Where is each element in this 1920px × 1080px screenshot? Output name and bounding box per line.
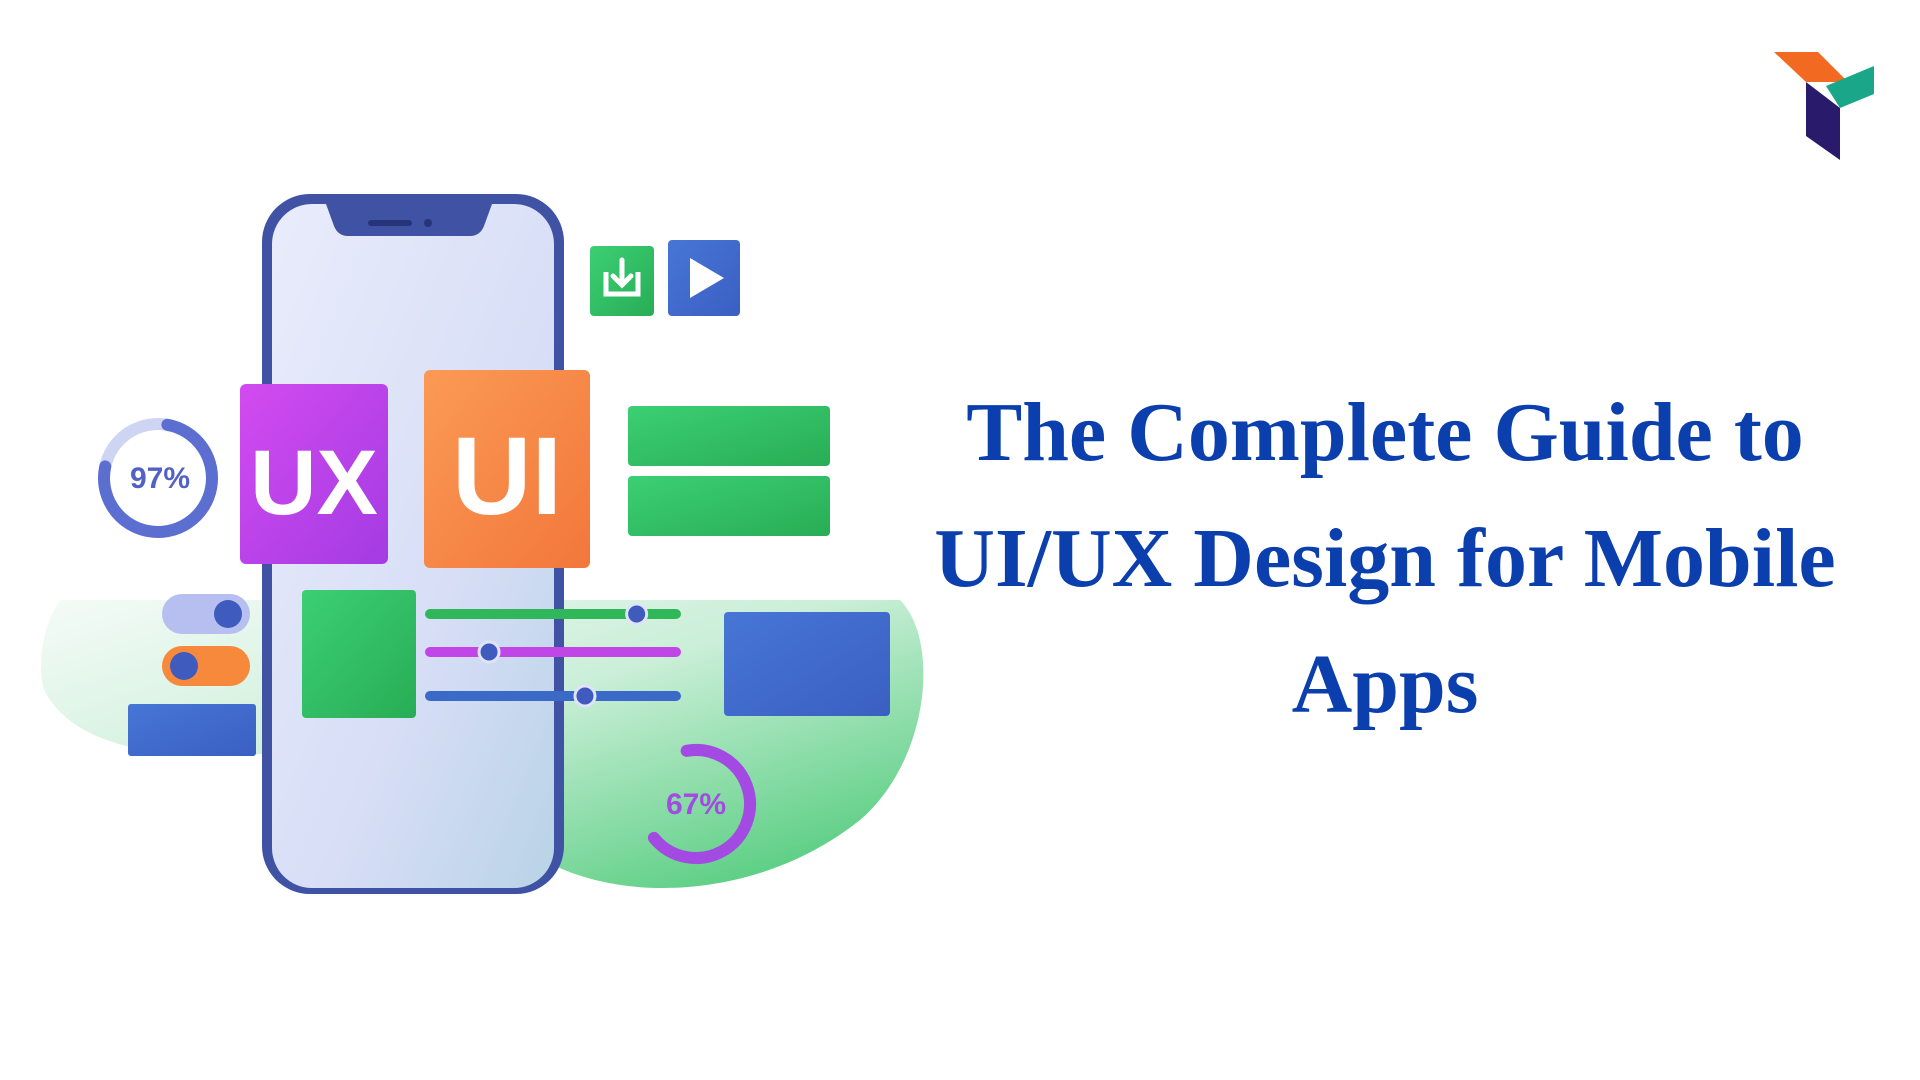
download-icon — [590, 246, 654, 316]
ui-tile: UI — [424, 370, 590, 568]
play-icon — [668, 240, 740, 316]
title-line-3: Apps — [1291, 638, 1479, 731]
progress-ring-97-arc — [98, 418, 218, 538]
progress-67-label: 67% — [666, 788, 726, 821]
green-card-top — [628, 406, 830, 466]
ux-tile-label: UX — [250, 432, 378, 534]
ui-tile-label: UI — [452, 415, 562, 538]
toggle-off — [162, 646, 250, 686]
progress-ring-97: 97% — [98, 418, 218, 538]
page-title: The Complete Guide to UI/UX Design for M… — [880, 370, 1890, 748]
brand-logo — [1774, 52, 1874, 160]
progress-97-label: 97% — [130, 462, 190, 495]
green-card-square — [302, 590, 416, 718]
progress-ring-67-arc — [647, 744, 756, 864]
blue-card-left — [128, 704, 256, 756]
title-line-2: UI/UX Design for Mobile — [934, 512, 1836, 605]
slider-knob-2 — [477, 640, 501, 664]
slider-knob-3 — [573, 684, 597, 708]
mobile-ui-ux-illustration: UX UI 97% 67% — [41, 194, 924, 894]
title-line-1: The Complete Guide to — [966, 386, 1804, 479]
slider-knob-1 — [625, 602, 649, 626]
progress-ring-67: 67% — [647, 744, 756, 864]
green-card-bottom — [628, 476, 830, 536]
toggle-on — [162, 594, 250, 634]
ux-tile: UX — [240, 384, 388, 564]
blue-card-right — [724, 612, 890, 716]
slider-group — [425, 602, 681, 708]
